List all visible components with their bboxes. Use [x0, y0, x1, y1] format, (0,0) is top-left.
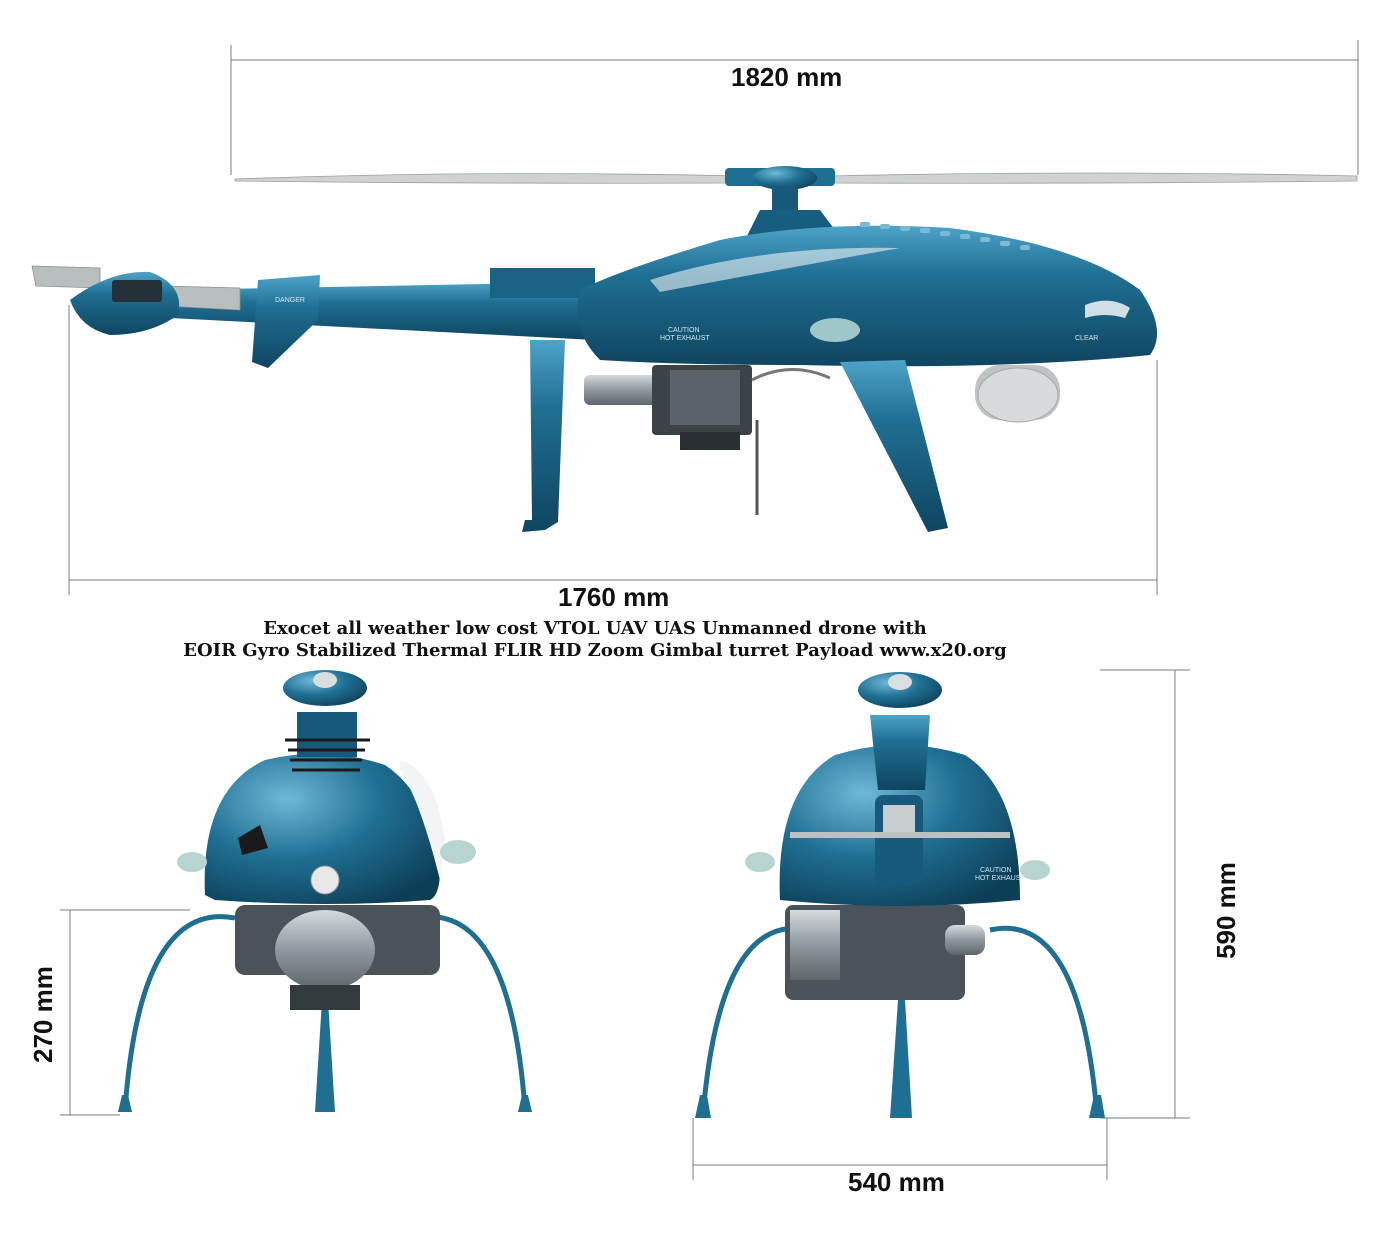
rotor-span-label: 1820 mm: [731, 62, 843, 92]
danger-label: DANGER: [275, 297, 305, 304]
length-label: 1760 mm: [558, 582, 670, 612]
side-view: DANGER CAUTION HOT EXHAUST CLEAR: [31, 166, 1358, 532]
rear-caution-label: CAUTION: [980, 867, 1012, 874]
clear-label: CLEAR: [1075, 335, 1098, 342]
caption-line-2: EOIR Gyro Stabilized Thermal FLIR HD Zoo…: [183, 640, 1007, 661]
hot-exhaust-label: HOT EXHAUST: [660, 335, 710, 342]
dimension-lines: [60, 40, 1359, 1180]
skid-height-text: 270 mm: [28, 966, 58, 1063]
caution-label: CAUTION: [668, 327, 700, 334]
front-view: [118, 670, 532, 1112]
overall-height-label: 590 mm: [1210, 862, 1241, 959]
rear-view: CAUTION HOT EXHAUST: [695, 672, 1105, 1118]
skid-width-label: 540 mm: [848, 1167, 945, 1197]
skid-height-label: 270 mm: [28, 901, 61, 1063]
rear-hot-exhaust-label: HOT EXHAUST: [975, 875, 1025, 882]
caption-line-1: Exocet all weather low cost VTOL UAV UAS…: [263, 618, 927, 639]
